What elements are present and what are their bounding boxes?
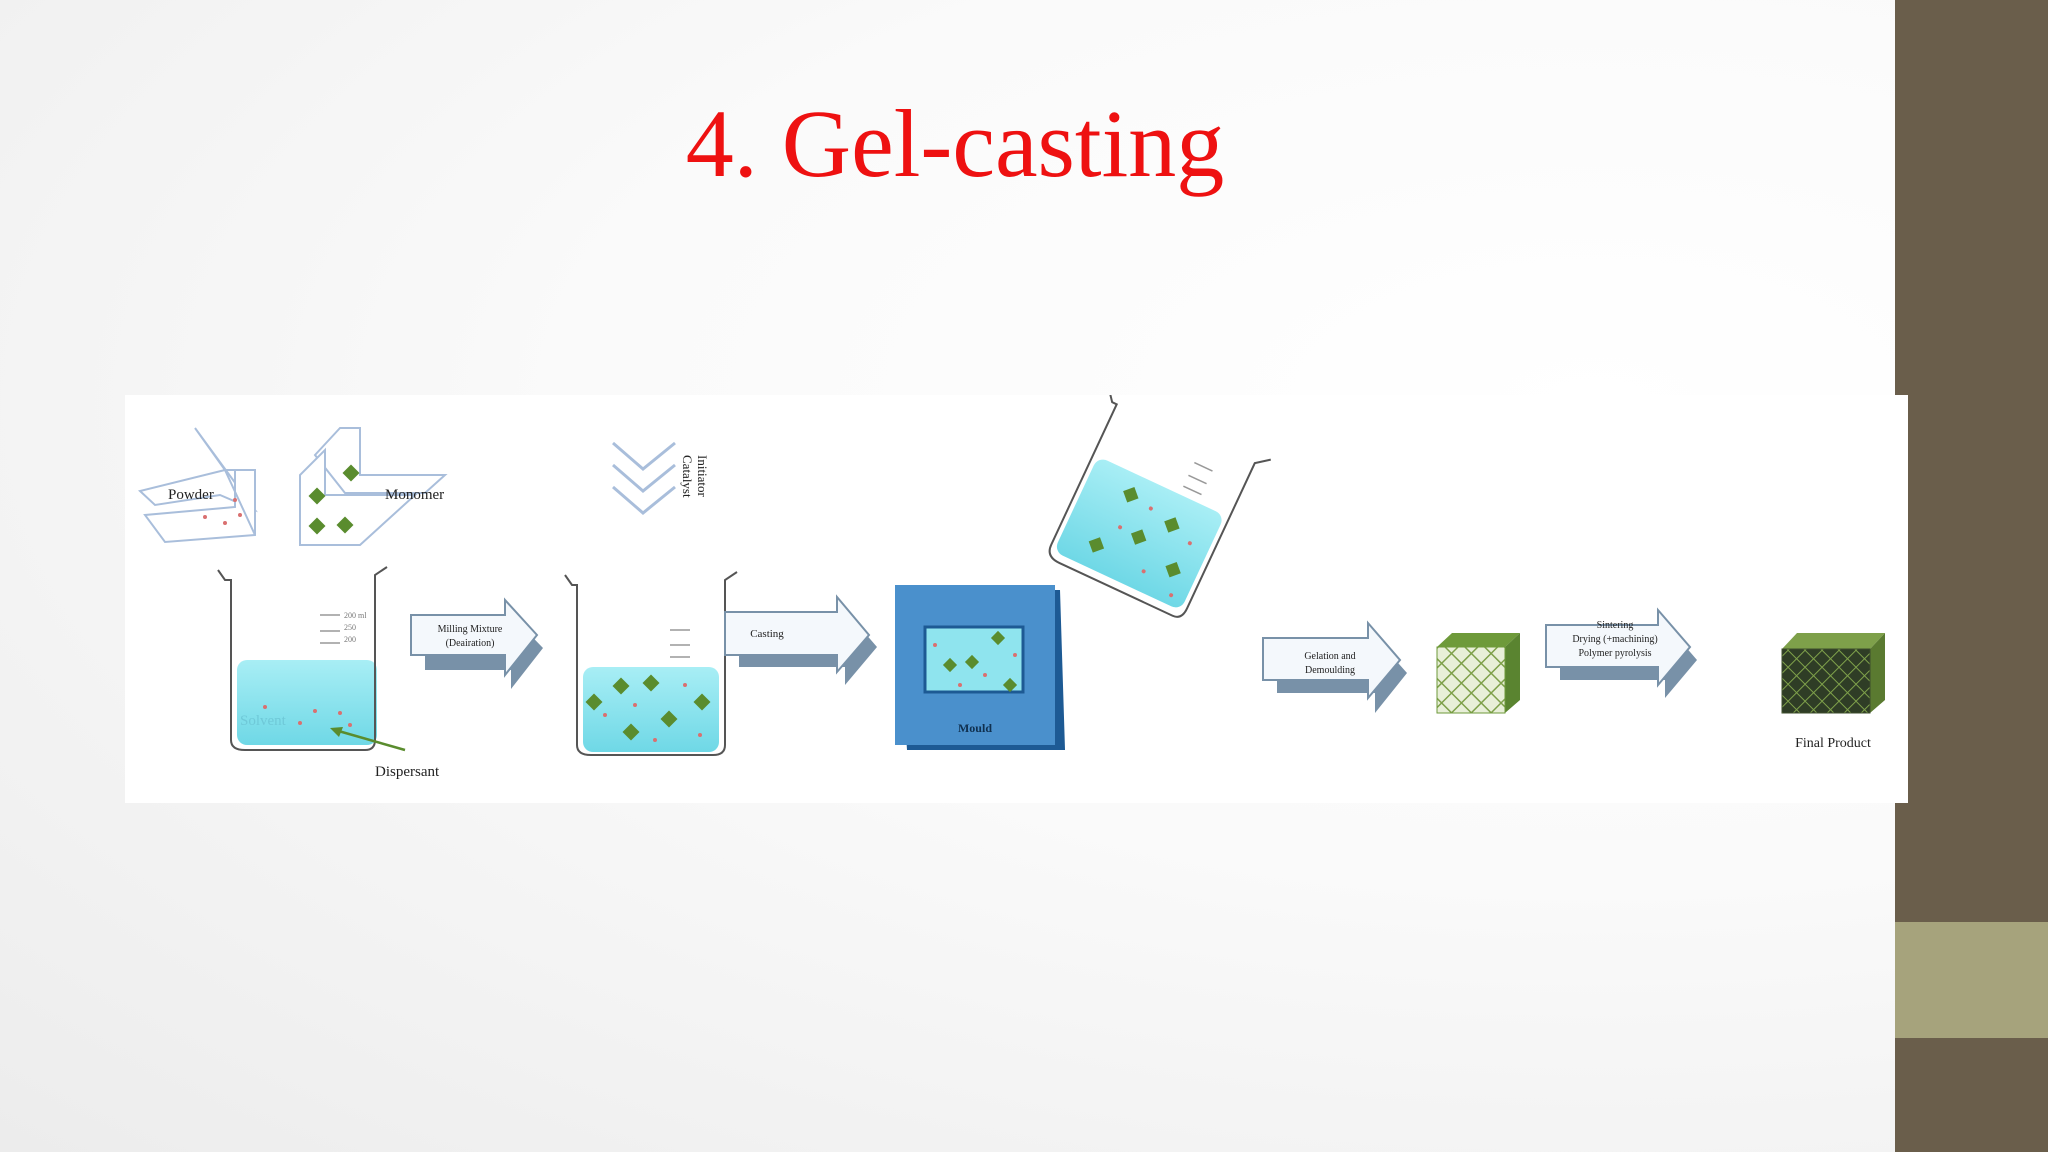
gelation-label-line1: Gelation and bbox=[1304, 651, 1355, 662]
slide-title: 4. Gel-casting bbox=[685, 90, 1225, 197]
initiator-label: Initiator bbox=[695, 455, 710, 498]
gelation-arrow: Gelation and Demoulding bbox=[1262, 620, 1407, 713]
sintering-label-line2: Drying (+machining) bbox=[1572, 634, 1657, 645]
dispersant-label: Dispersant bbox=[375, 764, 440, 780]
beaker-solvent: 200 ml 250 200 Solvent Dispersant bbox=[217, 566, 440, 780]
powder-container: Powder bbox=[137, 427, 258, 544]
beaker-mark-2: 200 bbox=[344, 635, 356, 644]
mould-label: Mould bbox=[958, 721, 992, 735]
milling-label-line2: (Deairation) bbox=[446, 638, 495, 649]
green-body-cube bbox=[1436, 633, 1520, 714]
sidebar-accent-light bbox=[1895, 922, 2048, 1038]
sintering-label-line3: Polymer pyrolysis bbox=[1578, 648, 1651, 659]
milling-label-line1: Milling Mixture bbox=[438, 624, 503, 635]
beaker-mark-1: 250 bbox=[344, 623, 356, 632]
diagram-panel: Powder Monomer Initiator Catalyst 200 ml… bbox=[125, 389, 1908, 803]
powder-label: Powder bbox=[168, 487, 214, 503]
milling-arrow: Milling Mixture (Deairation) bbox=[410, 597, 543, 689]
casting-label: Casting bbox=[750, 628, 784, 640]
beaker-volume-label: 200 ml bbox=[344, 611, 367, 620]
initiator-catalyst-container: Initiator Catalyst bbox=[612, 441, 710, 515]
mould: Mould bbox=[895, 585, 1065, 750]
gelation-label-line2: Demoulding bbox=[1305, 665, 1355, 676]
solvent-label: Solvent bbox=[240, 713, 287, 729]
final-product-cube: Final Product bbox=[1781, 633, 1885, 751]
final-product-label: Final Product bbox=[1795, 736, 1871, 751]
monomer-label: Monomer bbox=[385, 487, 444, 503]
catalyst-label: Catalyst bbox=[680, 455, 695, 498]
sintering-arrow: Sintering Drying (+machining) Polymer py… bbox=[1545, 607, 1697, 698]
casting-arrow: Casting bbox=[724, 594, 877, 685]
monomer-container: Monomer bbox=[299, 427, 448, 546]
beaker-mixture bbox=[564, 571, 738, 756]
sintering-label-line1: Sintering bbox=[1597, 620, 1634, 631]
gel-casting-process-diagram: Powder Monomer Initiator Catalyst 200 ml… bbox=[137, 389, 1885, 780]
pouring-beaker bbox=[1048, 389, 1271, 618]
